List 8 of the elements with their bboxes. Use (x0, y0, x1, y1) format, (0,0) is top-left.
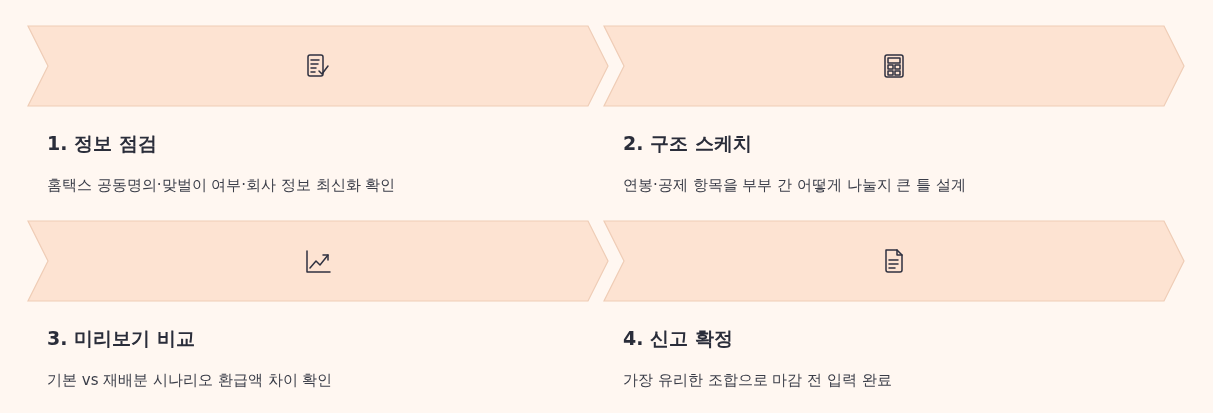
step-heading: 3. 미리보기 비교 (47, 326, 195, 351)
step-description: 홈택스 공동명의·맞벌이 여부·회사 정보 최신화 확인 (47, 176, 396, 195)
step-heading: 1. 정보 점검 (47, 131, 157, 156)
step-description: 가장 유리한 조합으로 마감 전 입력 완료 (623, 371, 892, 390)
step-description: 기본 vs 재배분 시나리오 환급액 차이 확인 (47, 371, 333, 390)
step-heading: 4. 신고 확정 (623, 326, 733, 351)
step-heading: 2. 구조 스케치 (623, 131, 752, 156)
step-description: 연봉·공제 항목을 부부 간 어떻게 나눌지 큰 틀 설계 (623, 176, 966, 195)
